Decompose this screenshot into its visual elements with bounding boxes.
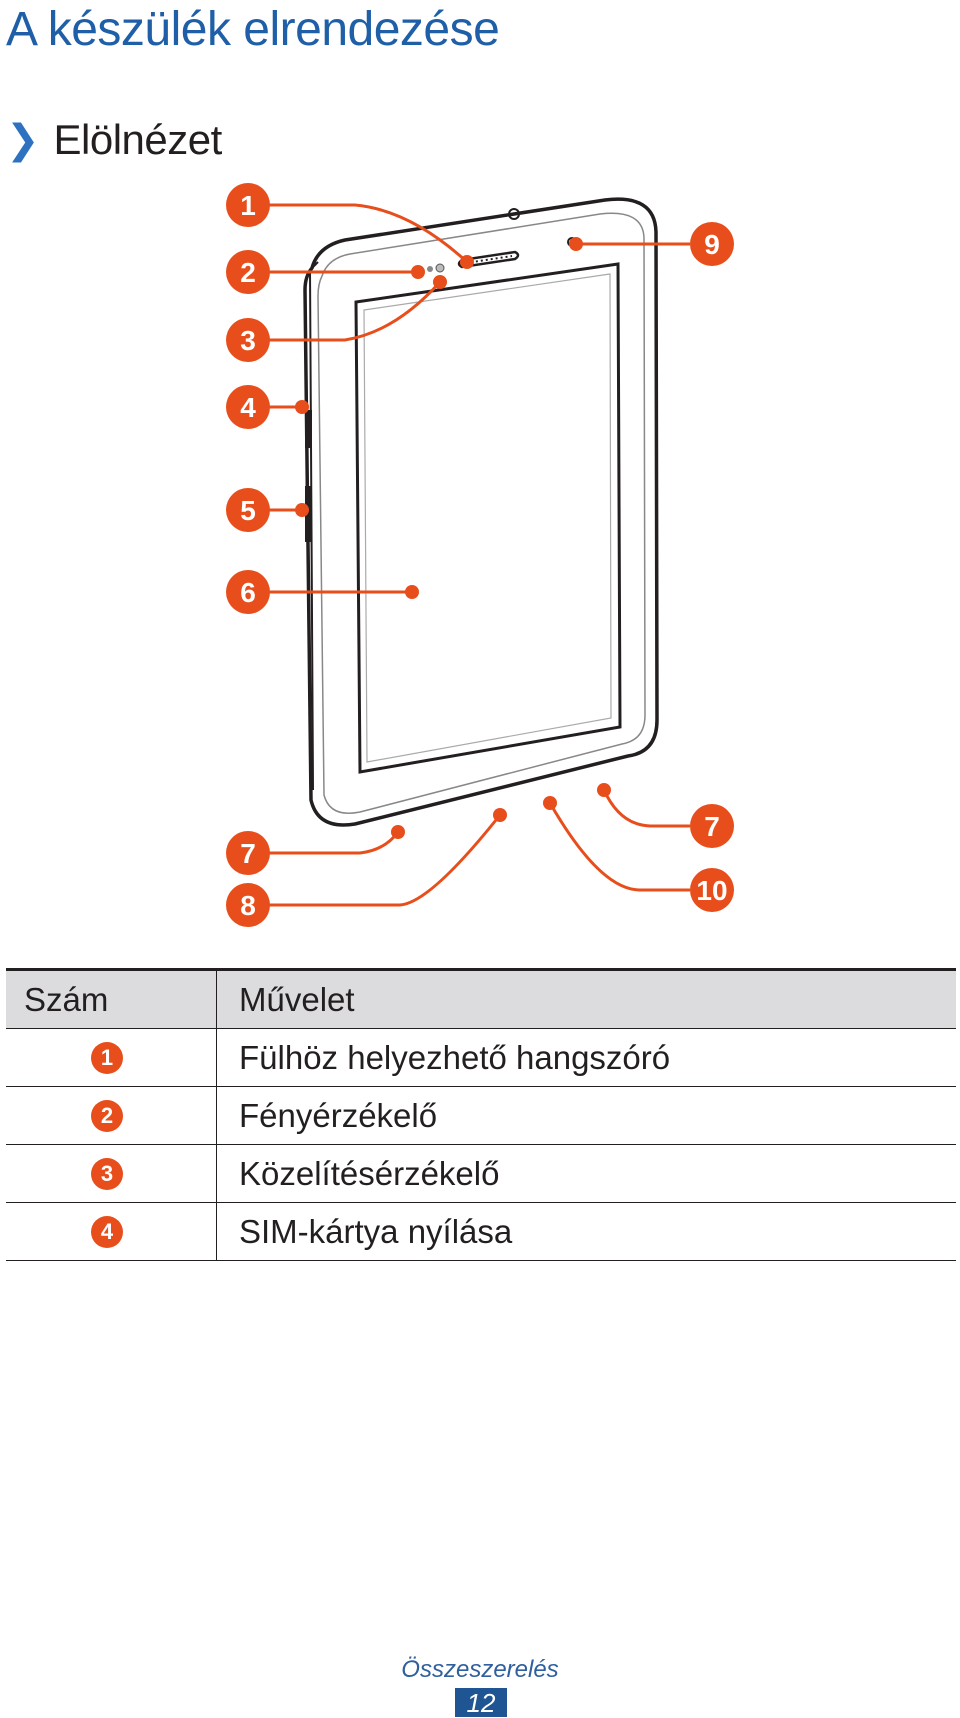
callout-badge: 4 (226, 385, 270, 429)
footer-section-name: Összeszerelés (401, 1656, 559, 1683)
row-description: Fényérzékelő (216, 1086, 956, 1145)
row-description: Közelítésérzékelő (216, 1144, 956, 1203)
svg-text:3: 3 (240, 325, 256, 356)
sim-slot (305, 410, 312, 448)
svg-text:5: 5 (240, 495, 256, 526)
screen-inner-outline (363, 273, 612, 763)
callout-badge: 9 (690, 222, 734, 266)
table-row: 1 Fülhöz helyezhető hangszóró (6, 1028, 956, 1087)
tablet-side-edge (308, 261, 319, 791)
callout-badge: 6 (226, 570, 270, 614)
tablet-illustration (303, 197, 659, 827)
table-header-row: Szám Művelet (6, 969, 956, 1029)
callout-badge: 3 (226, 318, 270, 362)
callout-badge: 1 (226, 183, 270, 227)
number-badge: 2 (91, 1099, 123, 1132)
device-front-diagram: 1 2 3 4 5 6 7 8 9 7 10 (226, 183, 734, 927)
page-number: 12 (455, 1688, 507, 1718)
callout-badge: 2 (226, 250, 270, 294)
svg-text:1: 1 (240, 190, 256, 221)
tablet-inner-bezel (317, 212, 646, 814)
screen-outline (354, 262, 622, 774)
page-title: A készülék elrendezése (6, 3, 500, 56)
headset-jack (508, 208, 520, 220)
svg-text:9: 9 (704, 229, 720, 260)
svg-text:8: 8 (240, 890, 256, 921)
chevron-right-icon: ❯ (6, 118, 40, 162)
section-heading: ❯ Elölnézet (6, 112, 222, 168)
callout-badge: 10 (690, 868, 734, 912)
svg-text:7: 7 (240, 838, 256, 869)
parts-table: Szám Művelet 1 Fülhöz helyezhető hangszó… (6, 968, 956, 1261)
svg-text:7: 7 (704, 811, 720, 842)
table-row: 2 Fényérzékelő (6, 1086, 956, 1145)
callout-points (295, 237, 611, 839)
svg-text:2: 2 (240, 257, 256, 288)
number-badge: 1 (91, 1041, 123, 1074)
number-badge: 4 (91, 1215, 123, 1248)
svg-text:6: 6 (240, 577, 256, 608)
tablet-outer-edge (303, 197, 659, 827)
callout-badge: 8 (226, 883, 270, 927)
table-row: 4 SIM-kártya nyílása (6, 1202, 956, 1261)
table-row: 3 Közelítésérzékelő (6, 1144, 956, 1203)
light-sensor-dot (427, 266, 433, 272)
svg-text:10: 10 (696, 875, 727, 906)
callout-badge: 7 (226, 831, 270, 875)
column-header-function: Művelet (216, 969, 956, 1029)
volume-key (305, 486, 312, 542)
section-title: Elölnézet (53, 116, 223, 163)
row-description: Fülhöz helyezhető hangszóró (216, 1028, 956, 1087)
svg-text:4: 4 (240, 392, 256, 423)
number-badge: 3 (91, 1157, 123, 1190)
callout-badge: 5 (226, 488, 270, 532)
row-description: SIM-kártya nyílása (216, 1202, 956, 1261)
callout-badge: 7 (690, 804, 734, 848)
proximity-sensor-dot (435, 263, 445, 273)
column-header-number: Szám (6, 969, 217, 1029)
